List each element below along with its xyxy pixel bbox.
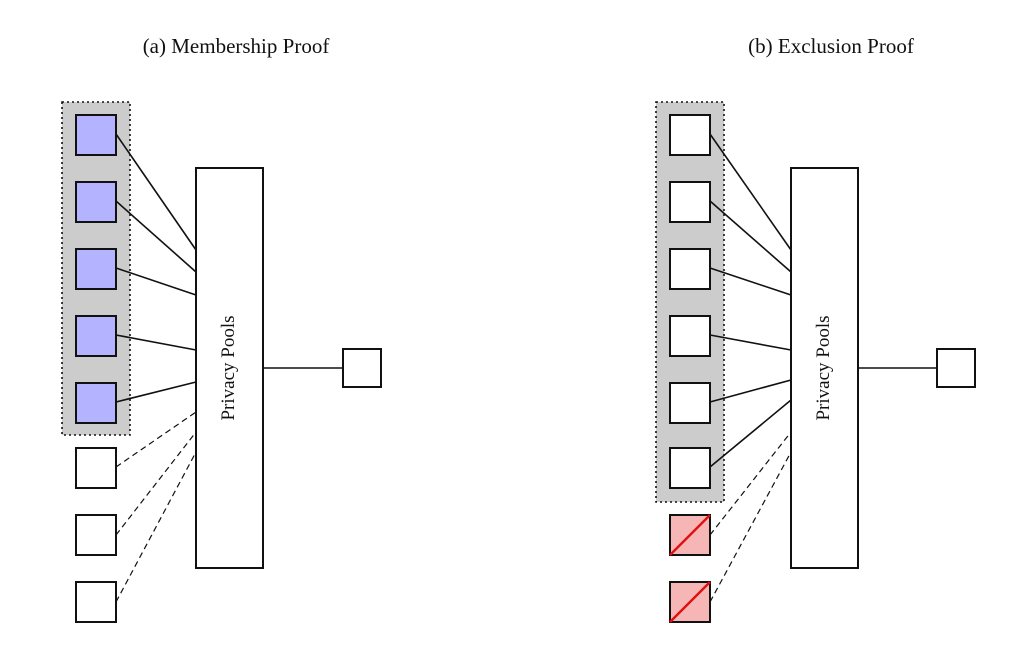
- panel-a-pool-label: Privacy Pools: [218, 315, 239, 420]
- excluded-deposit-box: [669, 581, 711, 623]
- deposit-box: [75, 514, 117, 556]
- deposit-box: [75, 447, 117, 489]
- panel-b-solid-links: [709, 133, 792, 468]
- panel-a-solid-links: [115, 133, 197, 403]
- panel-b-included-group: [655, 101, 725, 503]
- deposit-box: [669, 248, 711, 290]
- deposit-box: [75, 581, 117, 623]
- deposit-box: [75, 382, 117, 424]
- deposit-box: [75, 114, 117, 156]
- deposit-box: [669, 382, 711, 424]
- panel-a-title: (a) Membership Proof: [142, 34, 330, 58]
- panel-b-excluded-deposits: [669, 514, 711, 623]
- link-a-5: [115, 381, 197, 403]
- panel-b-included-deposits: [669, 114, 711, 489]
- deposit-box: [75, 248, 117, 290]
- panel-a-other-deposits: [75, 447, 117, 623]
- panel-a-privacy-pool: [195, 167, 264, 569]
- panel-b-withdrawal-box: [936, 348, 976, 388]
- link-a-2: [115, 200, 197, 273]
- panel-b: Privacy Pools: [655, 101, 976, 623]
- panel-b-privacy-pool: [790, 167, 859, 569]
- panel-a-withdrawal-box: [342, 348, 382, 388]
- link-a-6: [115, 411, 197, 468]
- link-a-8: [115, 451, 197, 603]
- panel-a-included-deposits: [75, 114, 117, 424]
- deposit-box: [669, 114, 711, 156]
- link-a-1: [115, 133, 197, 251]
- link-b-8: [709, 451, 792, 603]
- deposit-box: [669, 315, 711, 357]
- deposit-box: [75, 181, 117, 223]
- panel-b-dashed-links: [709, 431, 792, 603]
- deposit-box: [669, 447, 711, 489]
- link-b-6: [709, 399, 792, 468]
- link-b-7: [709, 431, 792, 536]
- link-b-5: [709, 379, 792, 403]
- excluded-deposit-box: [669, 514, 711, 556]
- link-b-1: [709, 133, 792, 251]
- cross-out-icon: [669, 581, 711, 623]
- panel-a-dashed-links: [115, 411, 197, 603]
- link-a-3: [115, 267, 197, 296]
- deposit-box: [669, 181, 711, 223]
- link-b-2: [709, 200, 792, 273]
- panel-b-pool-label: Privacy Pools: [813, 315, 834, 420]
- panel-a: Privacy Pools: [61, 101, 382, 623]
- link-a-4: [115, 334, 197, 351]
- link-a-7: [115, 431, 197, 536]
- cross-out-icon: [669, 514, 711, 556]
- link-b-3: [709, 267, 792, 296]
- deposit-box: [75, 315, 117, 357]
- link-b-4: [709, 334, 792, 351]
- panel-b-title: (b) Exclusion Proof: [748, 34, 914, 58]
